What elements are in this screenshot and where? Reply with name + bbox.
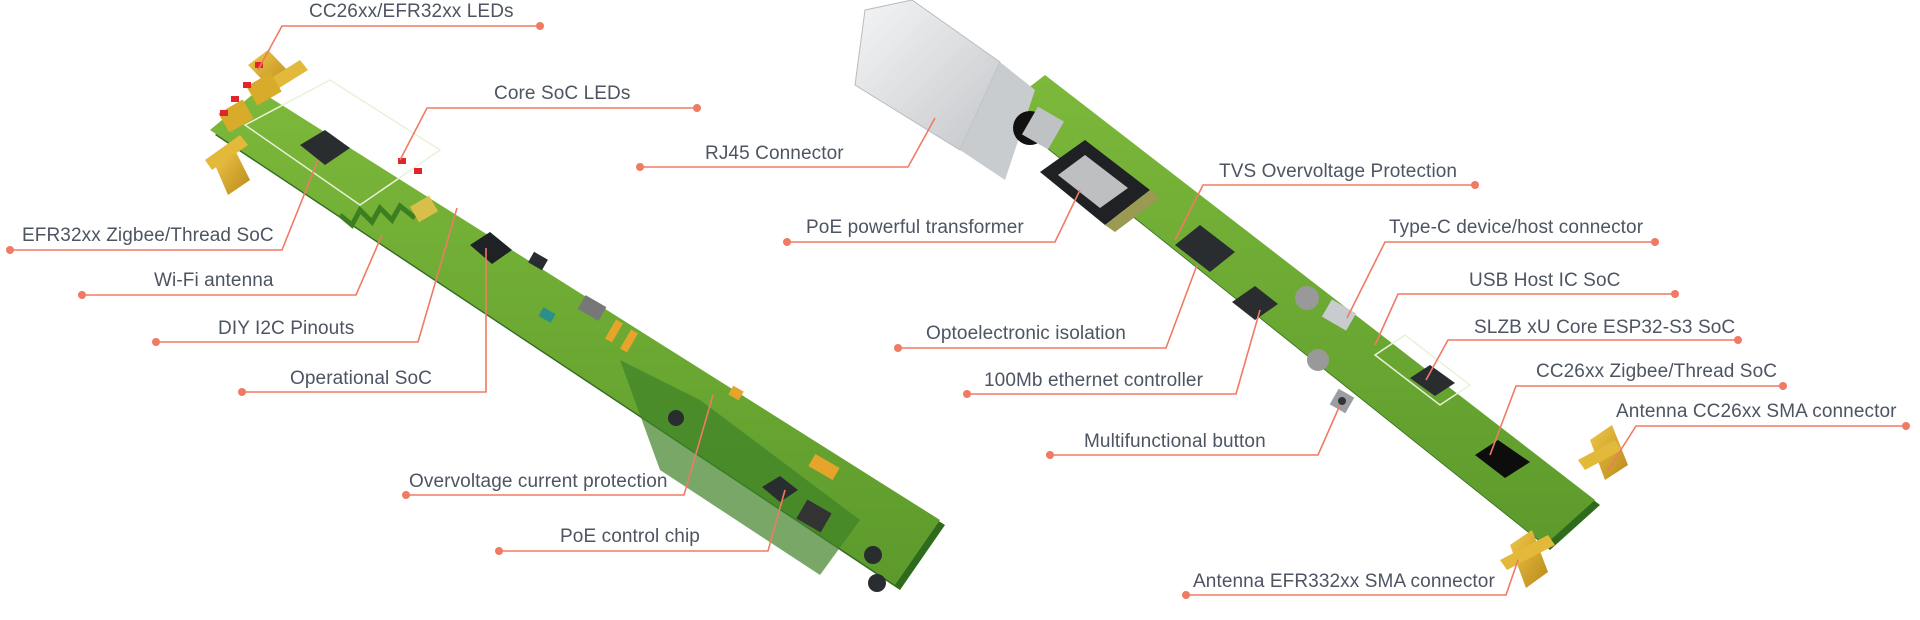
sma-connector-bottom-left [205, 135, 250, 195]
core-soc-leds [398, 158, 422, 174]
label-diy-i2c: DIY I2C Pinouts [218, 318, 355, 339]
line-mf-button [1050, 404, 1341, 456]
label-opto: Optoelectronic isolation [926, 323, 1126, 344]
label-usb-host: USB Host IC SoC [1469, 270, 1621, 291]
line-ant-cc26 [1607, 425, 1906, 471]
label-eth-ctrl: 100Mb ethernet controller [984, 370, 1204, 391]
poe-control-chip [762, 476, 798, 502]
label-wifi-antenna: Wi-Fi antenna [154, 270, 274, 291]
operational-soc-chip [470, 232, 512, 264]
opto-isolation-chip [1175, 225, 1235, 272]
label-operational-soc: Operational SoC [290, 368, 432, 389]
sma-connector-efr32xx [1500, 530, 1555, 588]
right-pcb-board [854, 0, 1628, 588]
type-c-connector [1321, 299, 1357, 331]
line-opto [898, 264, 1198, 349]
wifi-antenna-trace [338, 202, 417, 229]
line-cc26-efr32-leds [257, 25, 540, 71]
line-esp32 [1425, 339, 1738, 381]
line-poe-transformer [787, 189, 1081, 243]
line-type-c [1346, 241, 1655, 319]
line-cc26-soc [1489, 385, 1783, 456]
label-type-c: Type-C device/host connector [1389, 217, 1644, 238]
line-overvoltage [406, 394, 714, 496]
label-rj45: RJ45 Connector [705, 143, 844, 164]
label-esp32: SLZB xU Core ESP32-S3 SoC [1474, 317, 1736, 338]
rj45-connector [854, 0, 1064, 180]
led-group-left-end [220, 62, 263, 116]
line-usb-host [1374, 293, 1675, 346]
line-efr32-soc [10, 159, 319, 251]
esp32-s3-chip [1410, 365, 1455, 396]
poe-transformer [1040, 140, 1160, 232]
label-tvs: TVS Overvoltage Protection [1219, 161, 1458, 182]
line-rj45 [640, 117, 936, 168]
label-mf-button: Multifunctional button [1084, 431, 1266, 452]
callout-dots [6, 22, 1910, 599]
efr32-chip [300, 130, 350, 165]
label-overvoltage: Overvoltage current protection [409, 471, 668, 492]
sma-connector-cc26xx [1578, 425, 1628, 480]
line-poe-chip [499, 489, 786, 552]
label-cc26-efr32-leds: CC26xx/EFR32xx LEDs [309, 1, 514, 22]
label-poe-chip: PoE control chip [560, 526, 700, 547]
line-tvs [1174, 184, 1475, 241]
label-core-soc-leds: Core SoC LEDs [494, 83, 631, 104]
line-wifi-antenna [82, 234, 383, 296]
label-cc26-soc: CC26xx Zigbee/Thread SoC [1536, 361, 1778, 382]
label-efr32-soc: EFR32xx Zigbee/Thread SoC [22, 225, 274, 246]
label-ant-cc26: Antenna CC26xx SMA connector [1616, 401, 1897, 422]
line-ant-efr [1186, 559, 1519, 596]
label-poe-transformer: PoE powerful transformer [806, 217, 1024, 238]
line-eth-ctrl [967, 309, 1261, 395]
cc26xx-chip [1475, 440, 1530, 478]
left-pcb-board [205, 50, 945, 592]
line-diy-i2c [156, 207, 458, 343]
line-core-soc-leds [399, 107, 697, 161]
ethernet-controller-chip [1232, 286, 1278, 320]
line-operational-soc [242, 248, 487, 393]
callout-lines [10, 25, 1906, 596]
label-ant-efr: Antenna EFR332xx SMA connector [1193, 571, 1495, 592]
